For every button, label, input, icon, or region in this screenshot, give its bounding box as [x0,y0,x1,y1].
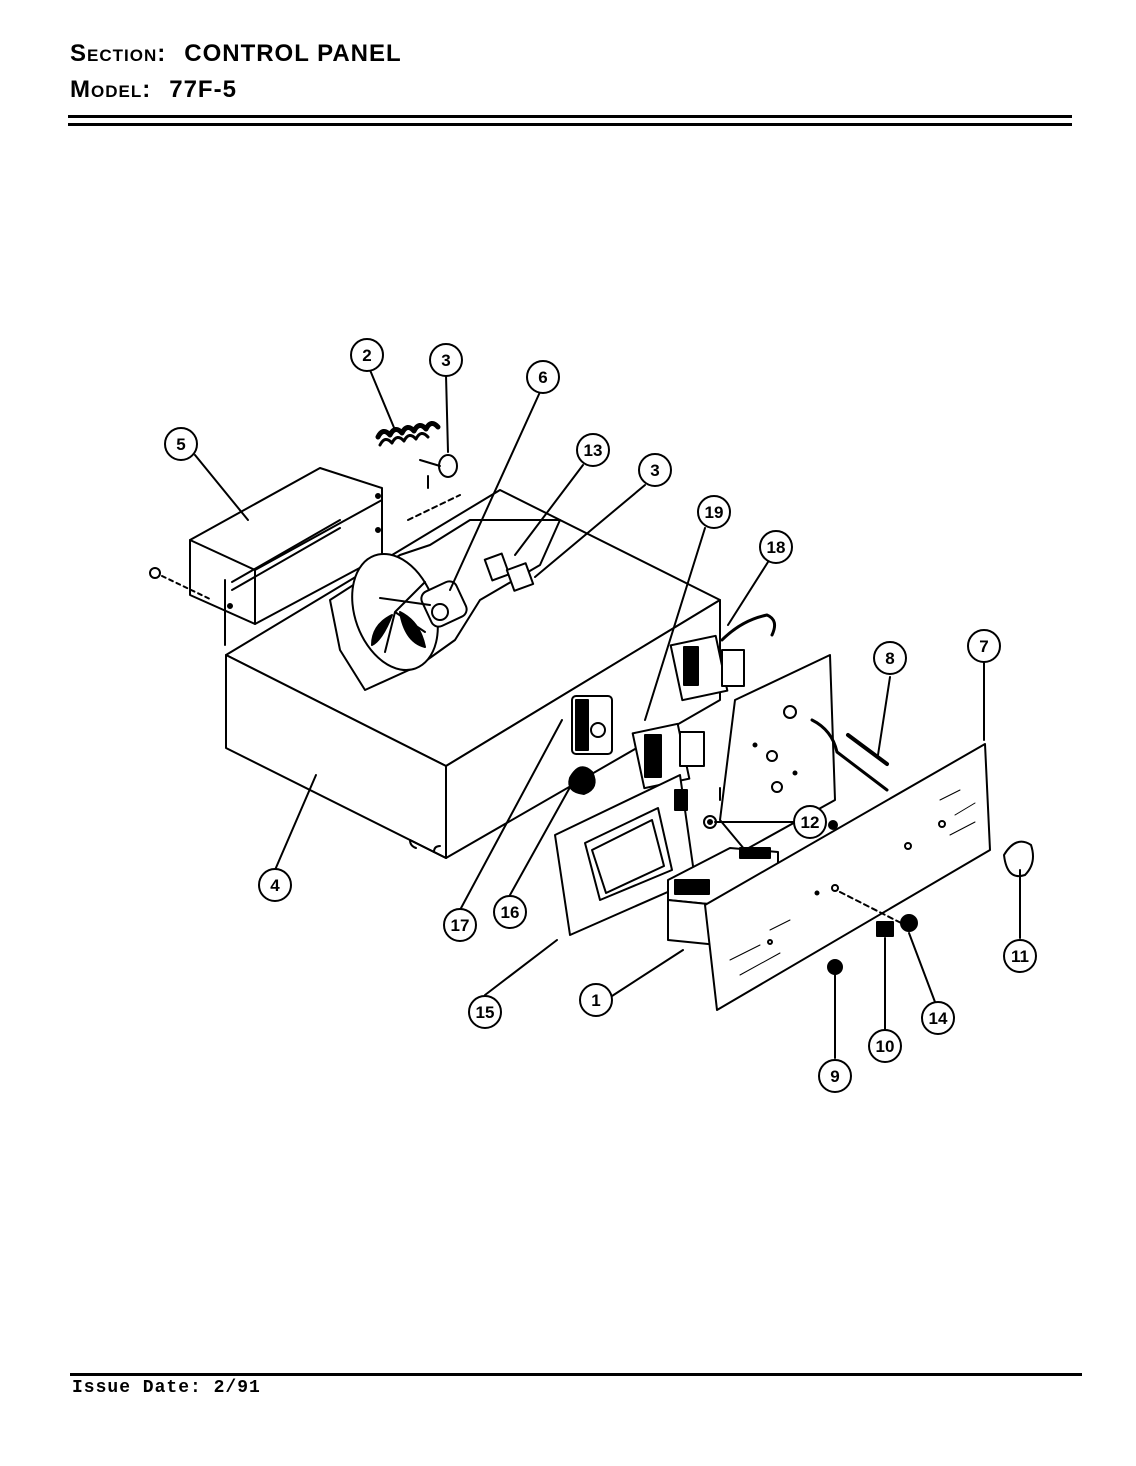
callout-7-label: 7 [979,637,988,656]
callout-8-label: 8 [885,649,894,668]
fan-motor-assembly [329,494,561,691]
callout-5: 5 [164,427,198,461]
callout-18: 18 [759,530,793,564]
thermostat [568,695,613,795]
callout-6-label: 6 [538,368,547,387]
callout-10: 10 [868,1029,902,1063]
wire-rod [846,733,889,766]
callout-9-label: 9 [830,1067,839,1086]
callout-17: 17 [443,908,477,942]
callout-6: 6 [526,360,560,394]
header-rule-bottom [68,123,1072,126]
callout-12-label: 12 [801,813,820,832]
model-label: Model: [70,76,152,103]
callout-1-label: 1 [591,991,600,1010]
front-panel-glass [704,743,991,1011]
callout-4: 4 [258,868,292,902]
section-value: CONTROL PANEL [184,40,402,67]
callout-11-label: 11 [1011,947,1029,966]
callout-15: 15 [468,995,502,1029]
callout-13: 13 [576,433,610,467]
callout-18-label: 18 [767,538,786,557]
callout-11: 11 [1003,939,1037,973]
callout-10-label: 10 [876,1037,895,1056]
upper-bracket [149,467,383,646]
callout-7: 7 [967,629,1001,663]
callout-5-label: 5 [176,435,185,454]
footer-rule [70,1373,1082,1376]
model-heading: Model: 77F-5 [70,76,237,104]
control-back-plate [719,654,889,851]
callout-3-top: 3 [429,343,463,377]
timer-module [667,847,779,946]
callout-19: 19 [697,495,731,529]
header-rule-top [68,115,1072,118]
callout-2: 2 [350,338,384,372]
callout-16: 16 [493,895,527,929]
callout-3b-label: 3 [650,461,659,480]
callout-9: 9 [818,1059,852,1093]
callout-1: 1 [579,983,613,1017]
callout-3-label: 3 [441,351,450,370]
callout-14-label: 14 [929,1009,948,1028]
callout-15-label: 15 [476,1003,495,1022]
spring-and-nut [375,421,458,489]
model-value: 77F-5 [169,76,237,103]
callout-2-label: 2 [362,346,371,365]
end-cap [1003,840,1034,877]
callout-8: 8 [873,641,907,675]
selector-switches [631,613,777,790]
callout-14: 14 [921,1001,955,1035]
callout-13-label: 13 [584,441,603,460]
issue-date: Issue Date: 2/91 [72,1378,261,1398]
callout-17-label: 17 [451,916,470,935]
callout-19-label: 19 [705,503,724,522]
callout-4-label: 4 [270,876,280,895]
leader-lines [194,369,1021,1059]
section-heading: Section: CONTROL PANEL [70,40,402,68]
section-label: Section: [70,40,167,67]
callout-3-mid: 3 [638,453,672,487]
callout-12: 12 [793,805,827,839]
callout-16-label: 16 [501,903,520,922]
